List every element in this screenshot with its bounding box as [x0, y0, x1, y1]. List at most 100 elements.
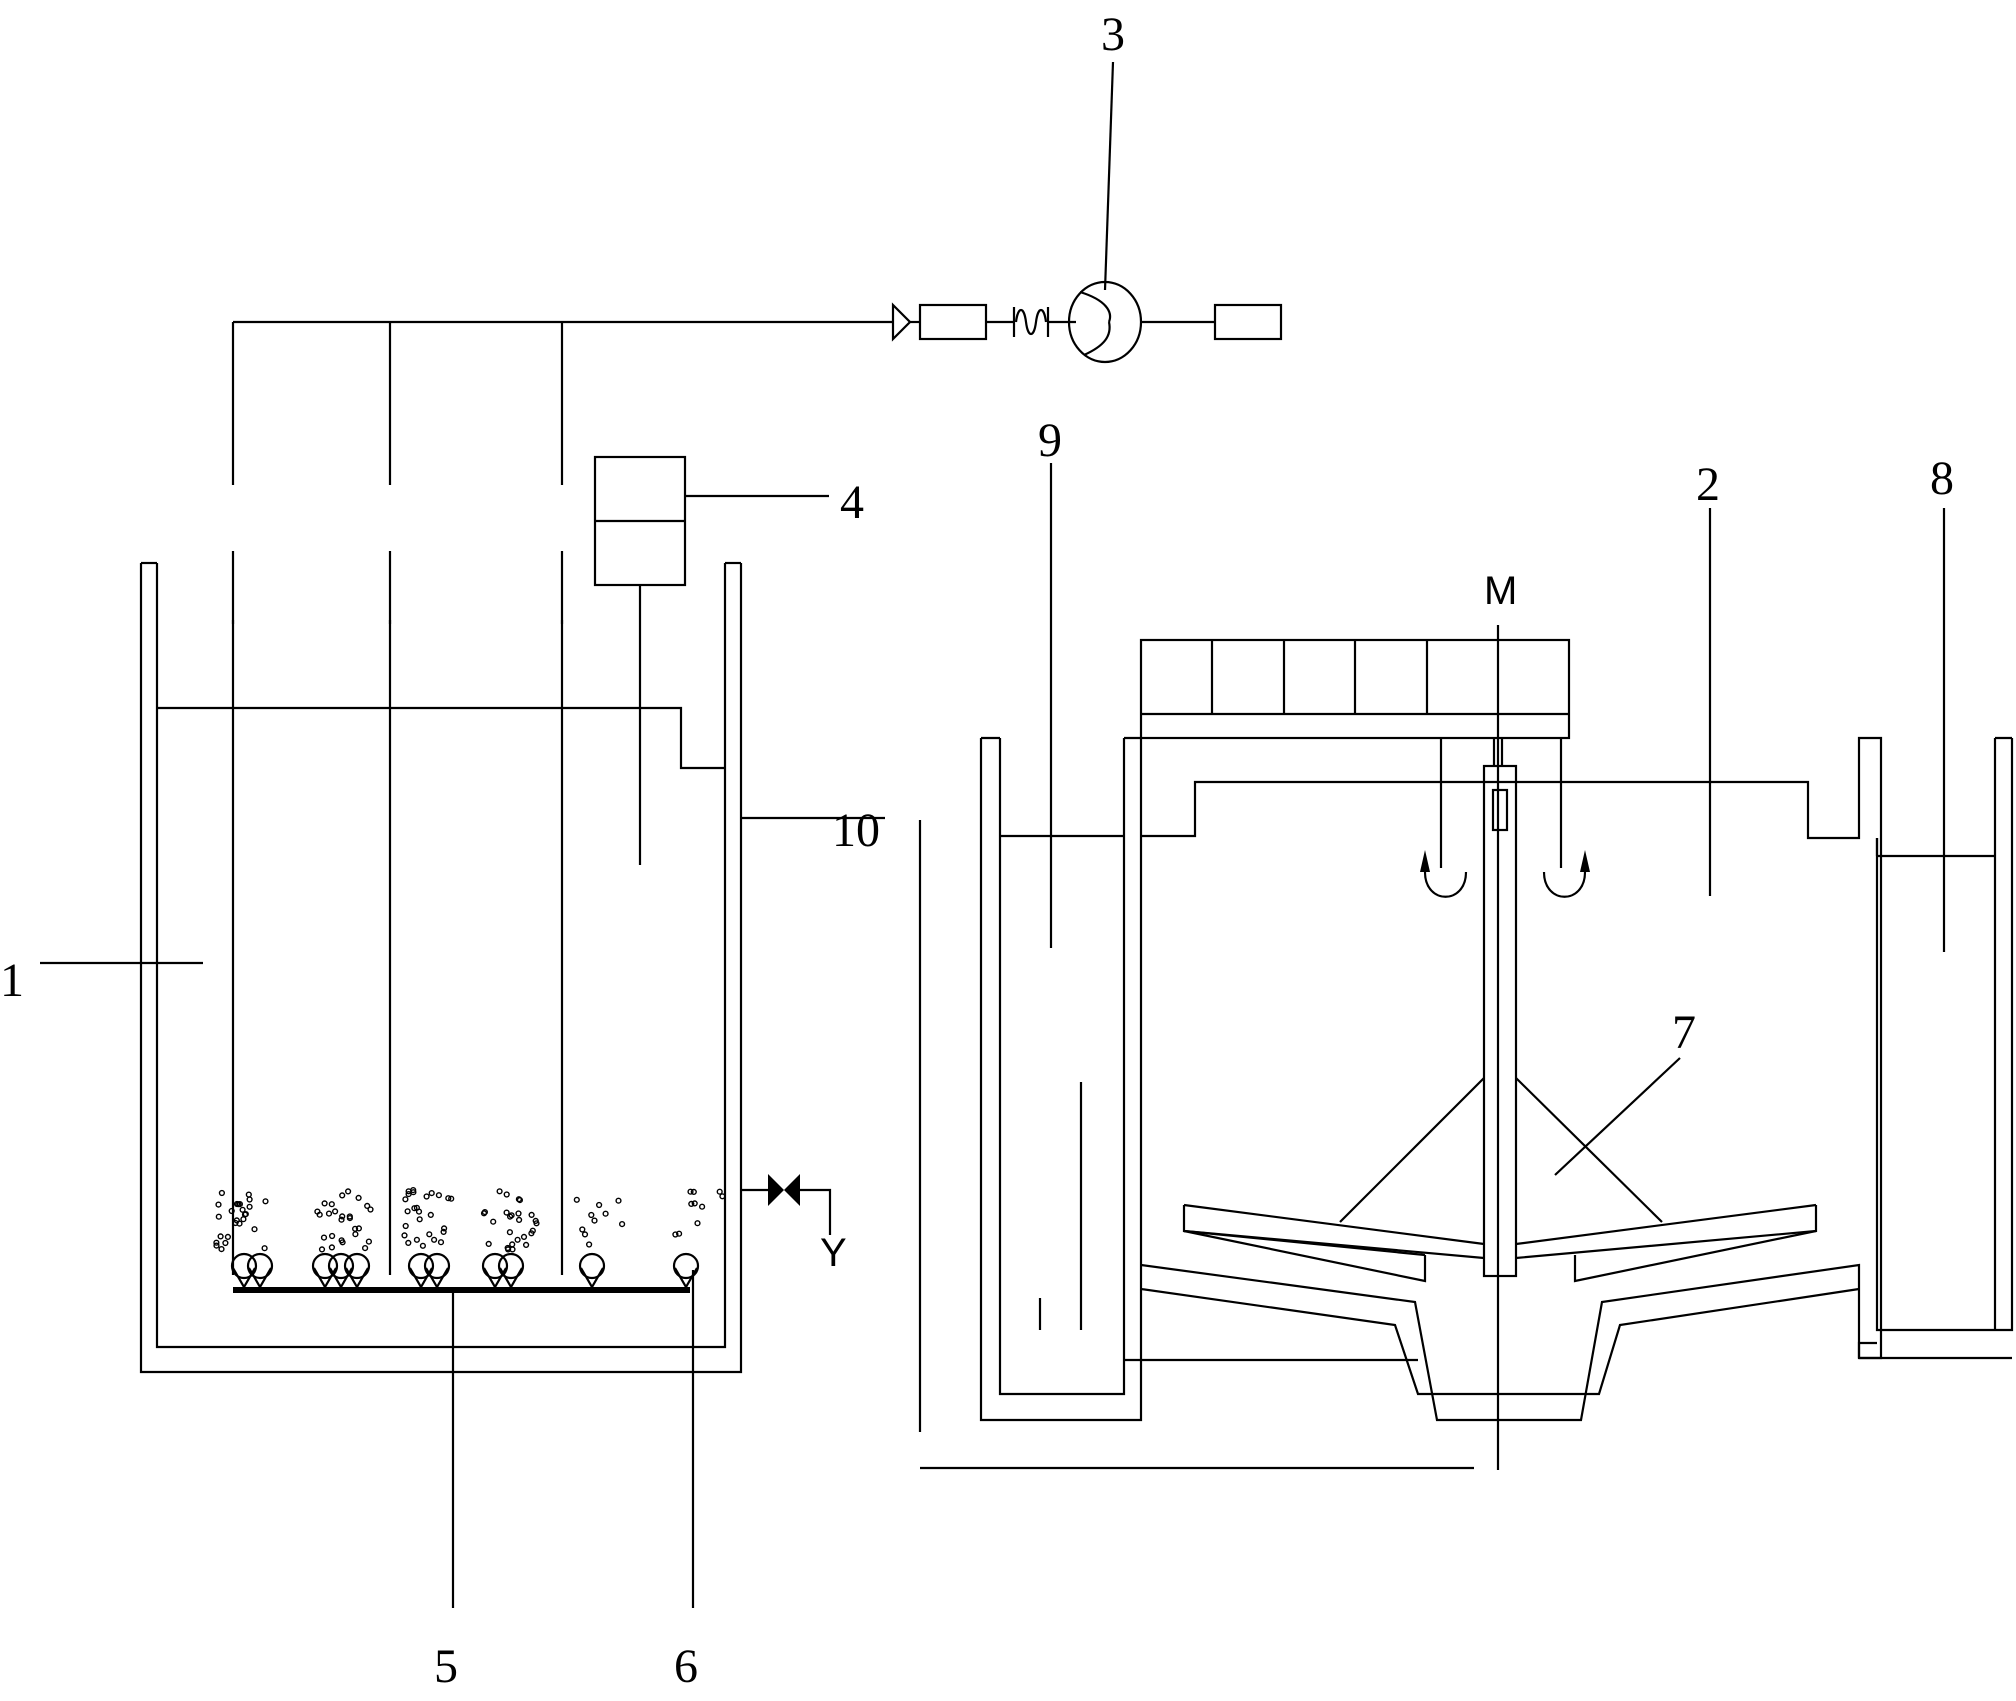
diffuser-icon	[327, 1252, 355, 1290]
bubble	[405, 1239, 412, 1247]
bubble	[426, 1231, 433, 1238]
bubble	[591, 1217, 598, 1224]
bubble	[339, 1213, 346, 1220]
rotation-arrow-icon	[1542, 850, 1590, 898]
bubble	[325, 1210, 333, 1217]
label-6: 6	[674, 1640, 698, 1693]
diffuser-icon	[343, 1252, 371, 1290]
bubble	[411, 1205, 418, 1212]
bubble	[416, 1216, 423, 1223]
bubble	[262, 1198, 269, 1205]
bubble	[532, 1217, 539, 1225]
bubble	[588, 1211, 595, 1219]
bubble	[218, 1189, 226, 1197]
bubble	[218, 1245, 225, 1253]
bubble	[719, 1193, 726, 1200]
bubble	[698, 1203, 706, 1210]
bubble	[251, 1226, 258, 1233]
bubble	[246, 1203, 253, 1210]
bubble	[445, 1195, 452, 1202]
bubble	[581, 1231, 589, 1238]
bubble	[404, 1208, 411, 1215]
bubble	[507, 1213, 514, 1220]
bubble	[585, 1241, 593, 1248]
bubble	[213, 1239, 220, 1246]
bubble	[362, 1244, 369, 1252]
bubble	[329, 1232, 336, 1240]
bubble	[339, 1192, 346, 1199]
bubble	[339, 1239, 346, 1246]
aeration-tank	[139, 561, 743, 1374]
diffusers	[230, 1252, 700, 1290]
bubble	[423, 1193, 430, 1200]
bubble	[435, 1192, 443, 1199]
bubble	[215, 1213, 222, 1220]
bubble	[490, 1218, 497, 1225]
diffuser-icon	[423, 1252, 451, 1290]
check-valve-icon	[891, 302, 912, 342]
drop-pipes	[231, 551, 564, 1275]
bubble	[505, 1246, 512, 1253]
bubble	[440, 1228, 447, 1236]
flexible-joint-icon	[1012, 307, 1050, 337]
bubble	[503, 1209, 510, 1216]
bubble	[520, 1233, 528, 1241]
bubble	[480, 1210, 488, 1217]
label-1: 1	[0, 954, 24, 1007]
bubble	[485, 1240, 492, 1248]
bubble	[364, 1202, 371, 1210]
bubble	[402, 1196, 409, 1203]
label-2: 2	[1696, 458, 1720, 511]
label-outlet: Y	[820, 1231, 847, 1275]
bubble	[240, 1216, 247, 1223]
bubble	[318, 1246, 326, 1253]
bubble	[261, 1245, 268, 1252]
diffuser-icon	[481, 1252, 509, 1290]
bubble	[615, 1197, 622, 1204]
bubble	[402, 1222, 409, 1230]
settling-tank	[979, 736, 2014, 1422]
label-5: 5	[434, 1640, 458, 1693]
bubble	[427, 1211, 434, 1219]
label-9: 9	[1038, 414, 1062, 467]
bubble	[690, 1188, 697, 1196]
bubble	[242, 1210, 249, 1218]
bubble	[215, 1201, 222, 1208]
bubble	[410, 1186, 417, 1194]
motor-box	[1213, 303, 1283, 341]
bubble	[355, 1194, 362, 1202]
bubble	[428, 1189, 435, 1197]
bubble	[496, 1188, 503, 1195]
bubble	[528, 1211, 535, 1219]
base-lines	[918, 820, 1474, 1470]
bubble	[688, 1200, 695, 1208]
bubble	[367, 1206, 374, 1213]
bubble	[514, 1236, 521, 1243]
bubble	[437, 1239, 445, 1246]
outlet-valve-icon	[741, 1174, 832, 1235]
diffuser-icon	[497, 1252, 525, 1290]
bubble	[355, 1225, 363, 1232]
label-motor: M	[1484, 569, 1517, 613]
leader-lines	[40, 61, 1946, 1608]
bubble	[675, 1230, 683, 1237]
bubble	[365, 1238, 373, 1245]
dosing-box	[593, 455, 687, 865]
bubble	[320, 1234, 328, 1241]
bubble	[694, 1220, 701, 1227]
bubble	[672, 1231, 679, 1238]
bubble	[413, 1236, 421, 1243]
label-4: 4	[840, 476, 864, 529]
bubble	[516, 1196, 524, 1204]
drive-shaft	[1482, 625, 1518, 1470]
label-7: 7	[1672, 1006, 1696, 1059]
bubble	[691, 1200, 698, 1207]
diffuser-icon	[311, 1252, 339, 1290]
air-supply-line	[231, 320, 893, 485]
bubble	[595, 1201, 603, 1209]
bubble	[415, 1208, 423, 1215]
bubble	[346, 1214, 354, 1222]
bubble	[573, 1196, 580, 1203]
